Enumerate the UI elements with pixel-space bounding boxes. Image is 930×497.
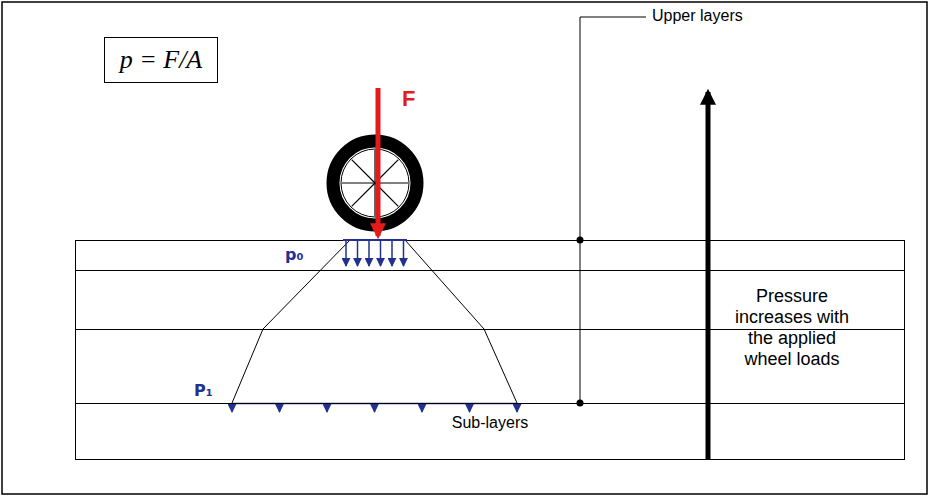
pavement-upper-layers [76,241,905,404]
leader-dot [577,237,584,244]
formula-box: p = F/A [104,37,218,83]
contact-patch [343,239,407,241]
load-spread-line [405,240,517,403]
sublayer-pressure-label: P₁ [194,381,213,400]
sublayer-pressure-arrows [232,404,517,412]
wheel [333,141,417,225]
formula-text: p = F/A [120,45,203,75]
sub-layers-band: Sub-layers [75,403,905,460]
pressure-arrow [706,92,711,460]
force-label: F [402,86,415,112]
upper-layers-label: Upper layers [652,7,743,25]
contact-pressure-arrows [346,241,404,266]
leader-bracket [580,17,646,403]
contact-pressure-label: p₀ [285,245,303,264]
load-spread-line [232,240,350,403]
pressure-note: Pressure increases with the applied whee… [722,286,862,370]
layer-name: Sub-layers [452,404,528,432]
force-arrow [376,88,381,236]
layer-line [75,270,905,271]
